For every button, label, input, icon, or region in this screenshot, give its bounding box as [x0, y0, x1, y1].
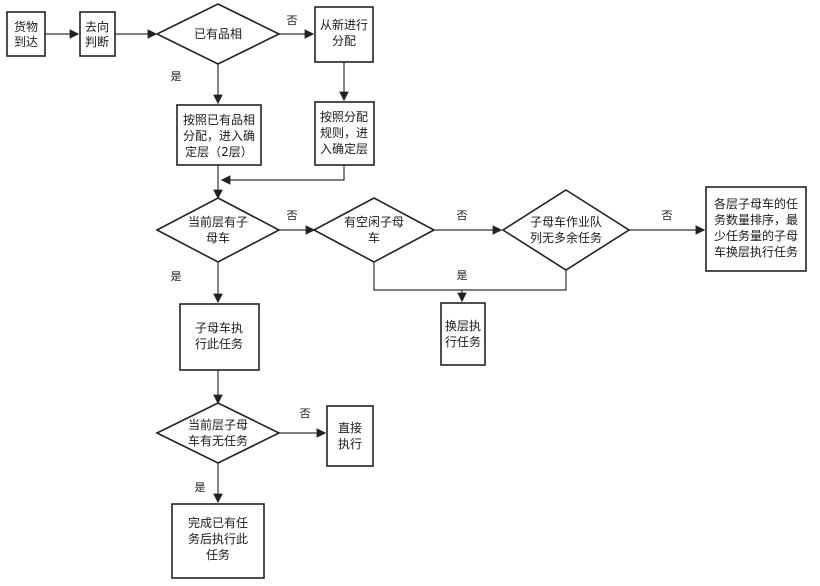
- finish-then-line1: 完成已有任: [188, 515, 248, 530]
- current-layer-car-line2: 母车: [206, 230, 230, 245]
- node-idle-car: [312, 197, 436, 263]
- sort-tasks-line4: 车换层执行任务: [714, 244, 798, 259]
- node-texts: 货物 到达 去向 判断 已有品相 从新进行 分配 按照已有品相 分配，进入确 定…: [14, 17, 798, 562]
- connectors: [45, 29, 706, 504]
- node-direct-exec: [326, 405, 374, 467]
- has-category-line1: 已有品相: [194, 27, 242, 41]
- direct-exec-line1: 直接: [338, 420, 362, 435]
- label-no-idle: 否: [457, 209, 468, 222]
- label-yes-merge: 是: [457, 269, 468, 282]
- edge-labels: 否 是 否 否 否 是 是 否 是: [171, 14, 673, 494]
- assign-existing-line1: 按照已有品相: [183, 113, 255, 127]
- car-exec-line2: 行此任务: [195, 336, 243, 351]
- direction-judge-line1: 去向: [85, 19, 109, 34]
- edge-rules-merge: [220, 165, 345, 185]
- switch-layer-line1: 换层执: [445, 319, 481, 333]
- cargo-arrive-line1: 货物: [14, 19, 38, 34]
- current-car-no-task-line1: 当前层子母: [188, 417, 248, 432]
- label-no-check: 否: [300, 407, 311, 420]
- edge-yes-merge: [373, 262, 567, 291]
- node-assign-existing: [176, 104, 262, 166]
- node-queue-check: [501, 189, 631, 271]
- sort-tasks-line3: 少任务量的子母: [714, 228, 798, 243]
- assign-rules-line3: 入确定层: [320, 141, 368, 156]
- shapes: [6, 3, 807, 579]
- switch-layer-line2: 行任务: [445, 334, 481, 349]
- reallocate-line2: 分配: [332, 34, 356, 48]
- node-has-category: [155, 3, 281, 65]
- idle-car-line1: 有空闲子母: [344, 215, 404, 229]
- assign-existing-line3: 定层（2层）: [185, 144, 253, 159]
- label-no-layer: 否: [287, 209, 298, 222]
- queue-check-line1: 子母车作业队: [530, 214, 602, 229]
- reallocate-line1: 从新进行: [320, 17, 368, 32]
- node-finish-then: [171, 503, 265, 579]
- node-current-layer-car: [155, 197, 281, 263]
- node-assign-rules: [314, 101, 375, 166]
- sort-tasks-line1: 各层子母车的任: [714, 196, 798, 211]
- node-sort-tasks: [705, 186, 807, 272]
- sort-tasks-line2: 务数量排序，最: [714, 212, 798, 227]
- node-cargo-arrive: [6, 11, 46, 57]
- node-switch-layer: [440, 302, 486, 366]
- queue-check-line2: 列无多余任务: [530, 230, 602, 245]
- label-yes-category: 是: [171, 70, 182, 83]
- label-no-queue: 否: [662, 209, 673, 222]
- label-no-category: 否: [287, 14, 298, 27]
- direct-exec-line2: 执行: [338, 437, 362, 451]
- assign-rules-line1: 按照分配: [320, 110, 368, 124]
- assign-rules-line2: 规则，进: [320, 125, 368, 140]
- node-reallocate: [314, 6, 374, 63]
- cargo-arrive-line2: 到达: [14, 35, 38, 49]
- finish-then-line2: 务后执行此: [188, 531, 248, 546]
- label-yes-layer: 是: [171, 270, 182, 283]
- idle-car-line2: 车: [368, 230, 380, 245]
- finish-then-line3: 任务: [206, 547, 230, 562]
- direction-judge-line2: 判断: [85, 34, 109, 49]
- current-car-no-task-line2: 车有无任务: [188, 433, 248, 448]
- assign-existing-line2: 分配，进入确: [183, 129, 255, 143]
- node-car-exec: [179, 303, 260, 371]
- current-layer-car-line1: 当前层有子: [188, 214, 248, 229]
- node-current-car-no-task: [155, 402, 281, 464]
- node-direction-judge: [79, 11, 116, 57]
- car-exec-line1: 子母车执: [195, 320, 243, 335]
- label-yes-check: 是: [195, 481, 206, 494]
